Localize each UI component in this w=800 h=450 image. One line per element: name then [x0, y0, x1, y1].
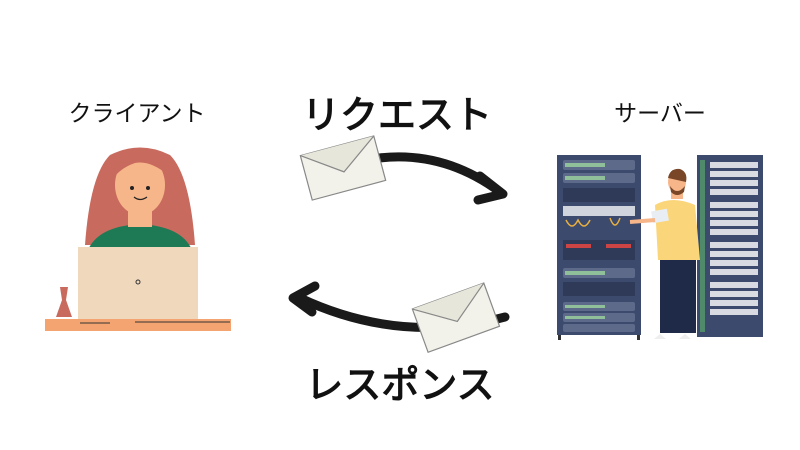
server-illustration	[557, 155, 763, 340]
desk	[45, 319, 231, 331]
cup	[56, 287, 72, 317]
server-rack-right	[697, 155, 763, 337]
request-envelope-icon	[299, 135, 387, 201]
server-rack-left	[557, 155, 641, 340]
client-illustration	[45, 147, 231, 331]
client-label: クライアント	[68, 101, 206, 127]
response-label: レスポンス	[305, 363, 495, 407]
technician	[629, 168, 700, 339]
laptop	[78, 247, 198, 319]
request-label: リクエスト	[301, 93, 493, 137]
response-envelope-icon	[411, 282, 501, 354]
server-label: サーバー	[614, 101, 706, 127]
